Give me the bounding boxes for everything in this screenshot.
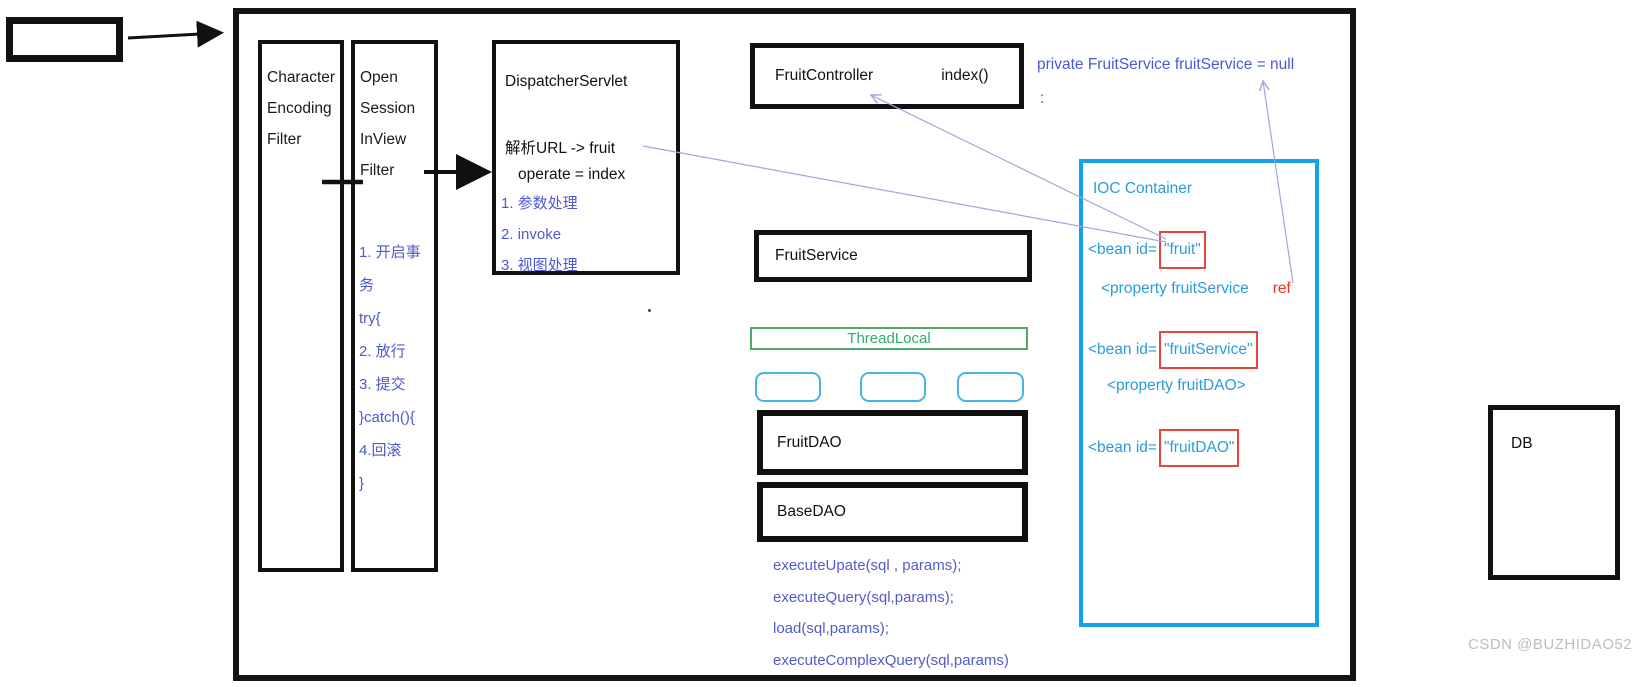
fruit-dao-box: FruitDAO [757,410,1028,475]
operate-annotation: operate = index [518,166,626,183]
character-encoding-filter-box: Character Encoding Filter [258,40,344,572]
parse-url-annotation: 解析URL -> fruit [505,140,616,157]
property-fruit-service-row: <property fruitService ref [1101,280,1291,298]
connection-slot-box [957,372,1024,402]
base-dao-label: BaseDAO [777,503,846,520]
bean-fruit-dao-prefix: <bean id= [1088,439,1157,456]
connection-slot-box [755,372,821,402]
base-dao-box: BaseDAO [757,482,1028,542]
dispatcher-steps-annotation: 1. 参数处理 2. invoke 3. 视图处理 [501,195,578,274]
dispatcher-servlet-box: DispatcherServlet 解析URL -> fruit operate… [492,40,680,275]
field-declaration-code: private FruitService fruitService = null [1037,56,1295,73]
field-declaration-colon: : [1040,90,1045,107]
fruit-service-box: FruitService [754,230,1032,282]
character-encoding-filter-label: Character Encoding Filter [267,69,336,148]
threadlocal-label: ThreadLocal [847,330,931,347]
dispatcher-servlet-title: DispatcherServlet [505,73,628,90]
bean-fruit-dao-row: <bean id="fruitDAO" [1088,429,1240,467]
property-fruit-dao-row: <property fruitDAO> [1107,377,1246,394]
connection-slot-box [860,372,926,402]
ref-label: ref [1272,280,1291,297]
bean-fruit-service-prefix: <bean id= [1088,341,1157,358]
property-fruit-service-label: <property fruitService [1101,280,1249,297]
bean-fruit-id-highlight: "fruit" [1158,231,1206,269]
index-method-label: index() [941,67,989,84]
fruit-controller-box: FruitController index() [750,43,1024,109]
db-box: DB [1488,405,1620,580]
bean-fruit-row: <bean id="fruit" [1088,231,1206,269]
fruit-controller-label: FruitController [775,67,874,84]
open-session-filter-label: Open Session InView Filter [360,69,416,179]
fruit-dao-label: FruitDAO [777,433,842,451]
bean-fruit-service-row: <bean id="fruitService" [1088,331,1258,369]
transaction-steps-annotation: 1. 开启事务 try{ 2. 放行 3. 提交 }catch(){ 4.回滚 … [359,244,421,492]
threadlocal-box: ThreadLocal [750,327,1028,350]
base-dao-methods-annotation: executeUpate(sql , params); executeQuery… [773,557,1009,669]
ioc-container-title: IOC Container [1093,180,1193,197]
bean-fruit-service-id-highlight: "fruitService" [1158,331,1258,369]
bean-fruit-dao-id-highlight: "fruitDAO" [1158,429,1240,467]
bean-fruit-prefix: <bean id= [1088,241,1157,258]
ink-dot [648,309,651,312]
client-to-container-arrow [127,20,224,48]
ioc-container-box: IOC Container <bean id="fruit" <property… [1079,159,1319,627]
db-label: DB [1511,435,1533,452]
open-session-in-view-filter-box: Open Session InView Filter 1. 开启事务 try{ … [351,40,438,572]
fruit-service-label: FruitService [775,247,858,264]
watermark: CSDN @BUZHIDAO52 [1468,636,1633,653]
client-request-box [6,17,123,62]
